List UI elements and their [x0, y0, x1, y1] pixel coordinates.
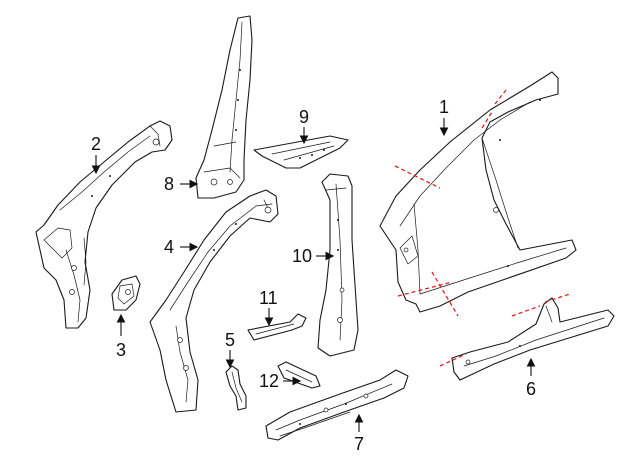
part-4-a-pillar-reinforcement[interactable]	[149, 189, 279, 413]
svg-text:6: 6	[526, 379, 536, 399]
callout-8: 8	[164, 174, 199, 194]
part-8-pillar-inner-upper[interactable]	[195, 15, 253, 199]
cut-line	[511, 305, 541, 317]
part-2-a-pillar-inner[interactable]	[35, 120, 173, 329]
svg-text:7: 7	[354, 434, 364, 454]
svg-text:8: 8	[164, 174, 174, 194]
callout-12: 12	[259, 371, 302, 391]
svg-text:3: 3	[116, 340, 126, 360]
callout-11: 11	[259, 288, 278, 327]
part-3-bracket[interactable]	[111, 275, 141, 311]
cut-line	[544, 293, 571, 303]
part-10-pillar-reinforcement[interactable]	[317, 173, 359, 357]
part-1-body-side-frame[interactable]	[379, 71, 577, 313]
callout-3: 3	[116, 313, 126, 360]
callout-2: 2	[91, 134, 101, 175]
cut-line	[394, 165, 441, 189]
cut-line	[431, 271, 459, 317]
svg-text:5: 5	[225, 330, 235, 350]
cut-line	[481, 111, 493, 129]
callout-4: 4	[164, 237, 199, 257]
svg-text:12: 12	[259, 371, 279, 391]
part-6-rocker-outer[interactable]	[451, 297, 615, 381]
svg-text:1: 1	[439, 97, 449, 117]
callout-5: 5	[225, 330, 235, 369]
svg-text:4: 4	[164, 237, 174, 257]
callout-10: 10	[292, 246, 335, 266]
part-9-reinforcement-plate[interactable]	[253, 135, 349, 169]
callout-6: 6	[526, 357, 536, 399]
part-12-strip[interactable]	[277, 361, 321, 389]
svg-text:9: 9	[299, 107, 309, 127]
cut-line	[439, 353, 467, 367]
svg-text:11: 11	[259, 288, 278, 308]
svg-text:2: 2	[91, 134, 101, 154]
part-7-rocker-inner[interactable]	[265, 369, 409, 441]
callout-9: 9	[299, 107, 309, 145]
callout-7: 7	[354, 413, 364, 454]
part-11-strip[interactable]	[247, 313, 307, 341]
svg-text:10: 10	[292, 246, 312, 266]
callout-1: 1	[439, 97, 449, 137]
part-5-bracket[interactable]	[225, 365, 247, 411]
cut-line	[494, 89, 507, 105]
cut-line	[397, 281, 453, 297]
